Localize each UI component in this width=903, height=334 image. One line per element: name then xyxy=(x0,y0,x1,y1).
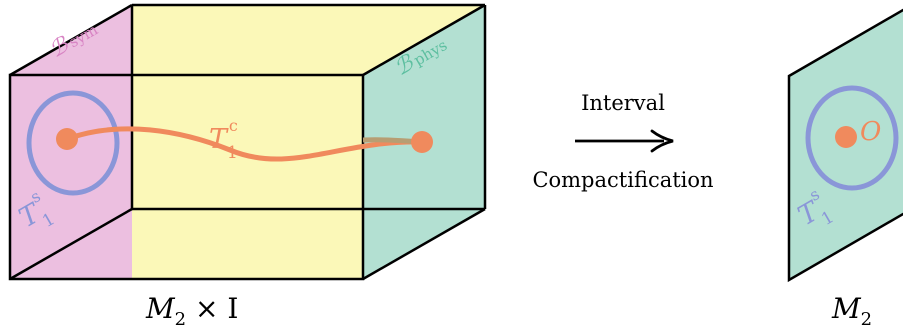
left-caption: M2 × I xyxy=(145,292,238,330)
edge xyxy=(9,207,133,281)
edge xyxy=(9,3,133,77)
local-operator-point xyxy=(835,126,857,148)
front-face-outline xyxy=(8,73,365,281)
edge xyxy=(362,3,486,77)
arrow-head xyxy=(650,129,674,153)
line-endpoint-phys xyxy=(411,131,433,153)
topological-loop xyxy=(805,85,899,191)
edge xyxy=(362,207,486,281)
line-label: T1c xyxy=(209,116,238,163)
slab-box: ℬsym ℬphys T1c T1s xyxy=(8,3,487,281)
operator-label: O xyxy=(860,117,881,147)
topological-line xyxy=(66,126,423,162)
boundary-plane: O T1s xyxy=(787,8,903,283)
line-endpoint-sym xyxy=(56,128,78,150)
arrow-top-label: Interval xyxy=(581,91,665,115)
compactification-arrow: Interval Compactification xyxy=(532,91,713,192)
topological-loop xyxy=(26,90,120,196)
right-caption: M2 xyxy=(831,292,872,330)
arrow-bottom-label: Compactification xyxy=(532,168,713,192)
sym-boundary-front-strip xyxy=(10,75,132,279)
